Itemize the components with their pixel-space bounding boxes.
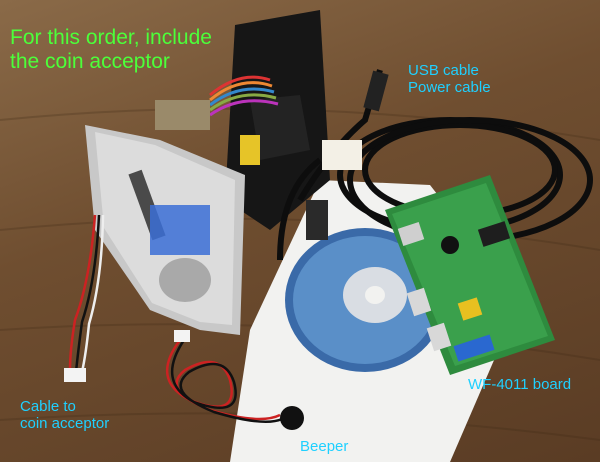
headline-line-2: the coin acceptor [10, 50, 170, 74]
coin-cable-annotation: Cable to coin acceptor [20, 398, 109, 433]
headline-annotation: For this order, include the coin accepto… [10, 26, 212, 74]
beeper-body [280, 406, 304, 430]
beeper-connector [174, 330, 190, 342]
cable-line-1: Cable to [20, 398, 76, 415]
usb-line-2: Power cable [408, 79, 491, 97]
cd-disc [285, 228, 445, 372]
beeper-annotation: Beeper [300, 438, 349, 455]
headline-line-1: For this order, include [10, 26, 212, 49]
beeper [165, 339, 283, 424]
cable-line-2: coin acceptor [20, 415, 110, 433]
coin-acceptor-cable [68, 214, 105, 373]
coin-cable-connector [64, 368, 86, 382]
usb-cable-annotation: USB cable Power cable [408, 62, 491, 97]
board-annotation: WF-4011 board [468, 376, 572, 393]
wf-4011-pcb [385, 175, 555, 375]
usb-b-plug [306, 200, 328, 240]
usb-line-1: USB cable [408, 62, 479, 79]
molex-connector [322, 140, 362, 170]
usb-plug [363, 70, 389, 112]
